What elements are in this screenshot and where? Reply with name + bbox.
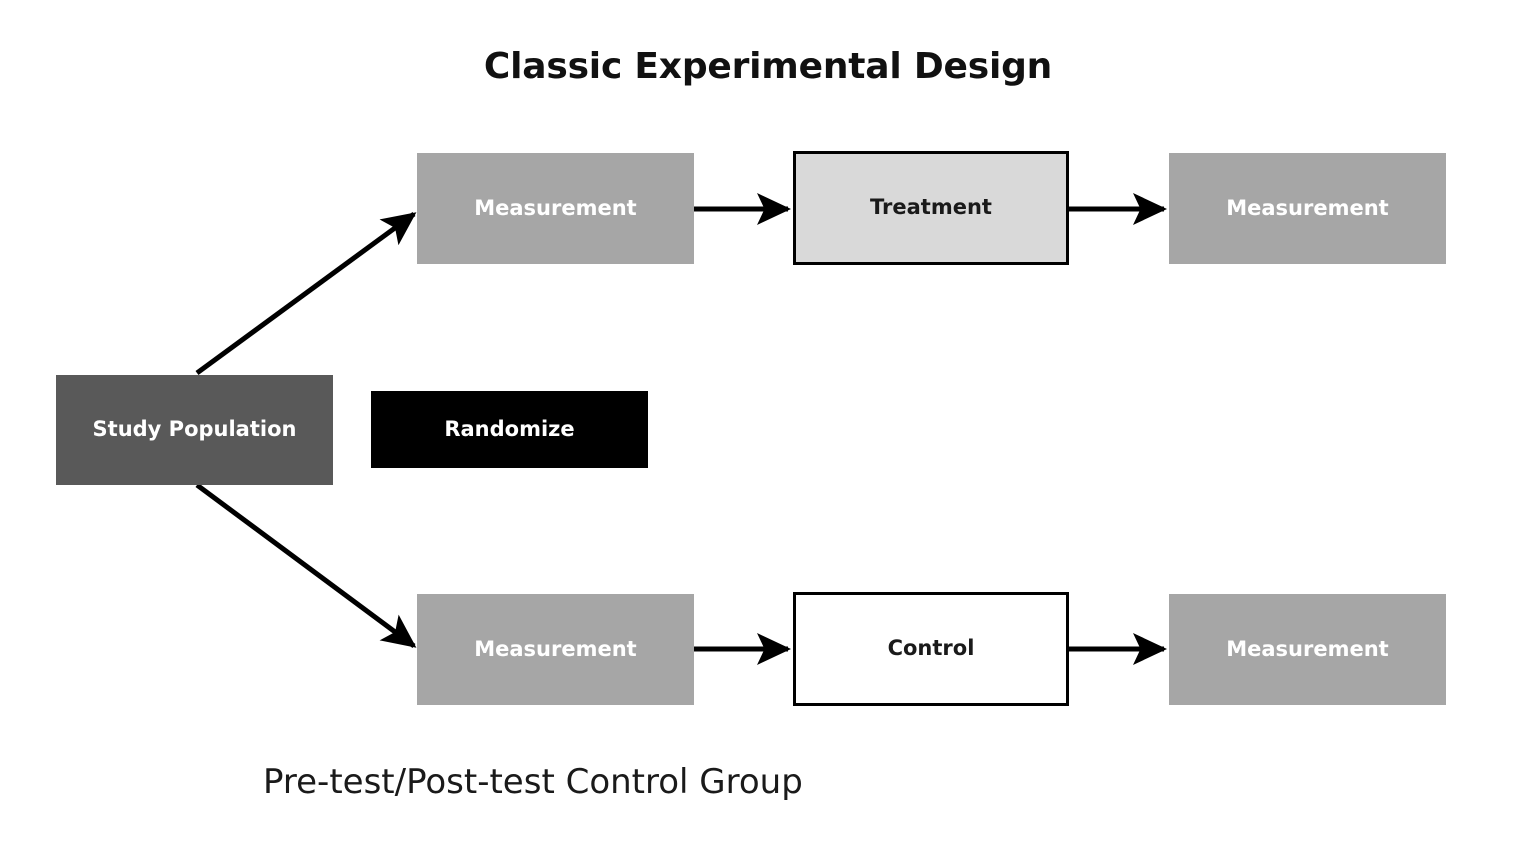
page-title: Classic Experimental Design [483, 46, 1053, 87]
diagram-caption: Pre-test/Post-test Control Group [263, 762, 803, 802]
arrow-population-to-treatment-pre [195, 211, 417, 376]
node-study-population[interactable]: Study Population [56, 375, 333, 485]
arrow-population-to-control-pre [195, 482, 417, 649]
node-control[interactable]: Control [793, 592, 1069, 706]
node-randomize[interactable]: Randomize [371, 391, 648, 468]
node-treatment-pre-measurement[interactable]: Measurement [417, 153, 694, 264]
node-treatment-post-measurement[interactable]: Measurement [1169, 153, 1446, 264]
node-control-post-measurement[interactable]: Measurement [1169, 594, 1446, 705]
node-treatment[interactable]: Treatment [793, 151, 1069, 265]
node-control-pre-measurement[interactable]: Measurement [417, 594, 694, 705]
